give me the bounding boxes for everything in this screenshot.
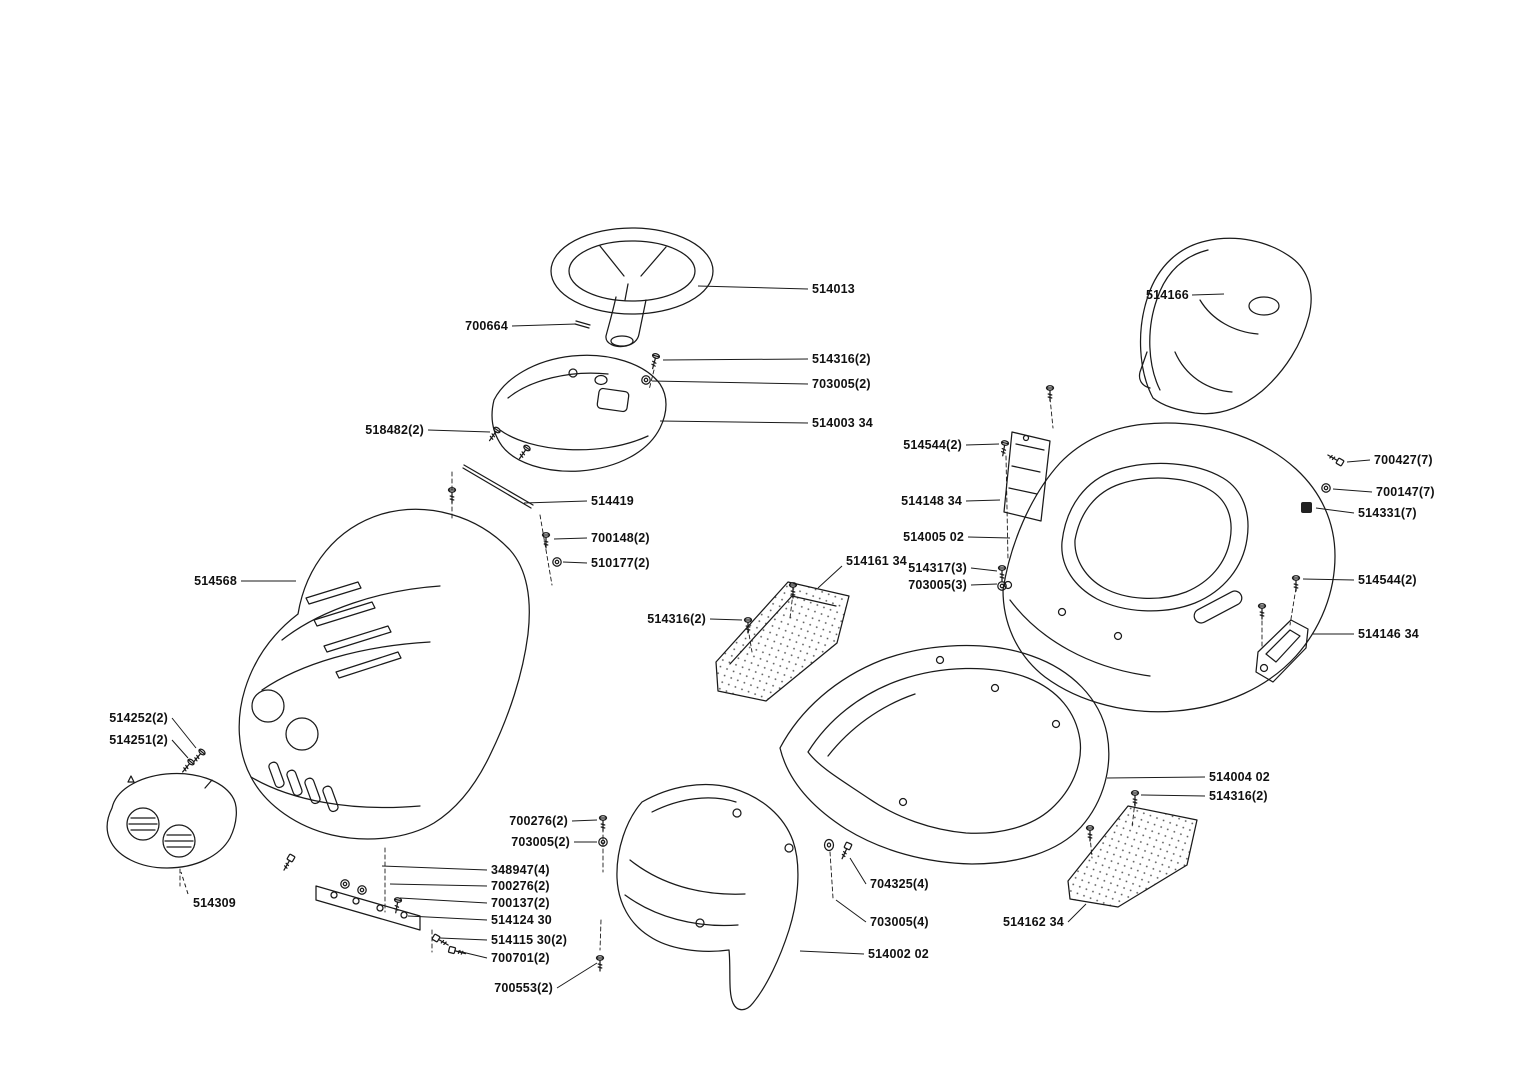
screw-700276-front-icon bbox=[598, 815, 608, 832]
bolt-700701-icon bbox=[447, 945, 467, 958]
washer-703005-4-art bbox=[823, 838, 835, 899]
leader-line bbox=[970, 583, 998, 586]
leader-line bbox=[662, 358, 809, 361]
leader-line bbox=[457, 950, 488, 959]
washer-700137-icon bbox=[357, 885, 367, 895]
leader-line bbox=[1067, 903, 1087, 923]
screw-514316-top-icon bbox=[648, 352, 661, 371]
leader-line bbox=[571, 819, 598, 822]
screw-rear-top-icon bbox=[1045, 385, 1055, 402]
footrest-left-art bbox=[715, 581, 850, 702]
front-panel-art bbox=[599, 783, 799, 1011]
screw-latch-icon bbox=[1257, 603, 1267, 620]
washer-703005-top-icon bbox=[641, 375, 651, 385]
leader-line bbox=[817, 565, 843, 589]
screw-514544-left-icon bbox=[998, 439, 1010, 458]
leader-line bbox=[389, 883, 488, 887]
leader-lines-layer bbox=[171, 285, 1373, 989]
screw-514251-icon bbox=[179, 757, 196, 775]
leader-line bbox=[1302, 578, 1355, 581]
bolt-700427-icon bbox=[1325, 451, 1345, 467]
leader-line bbox=[171, 717, 197, 749]
leader-line bbox=[659, 420, 809, 424]
leader-line bbox=[523, 500, 588, 504]
leader-line bbox=[967, 536, 1011, 539]
bolt-348947-icon bbox=[280, 853, 296, 873]
pin-700664-art bbox=[574, 320, 591, 329]
rear-body-art bbox=[1002, 397, 1336, 713]
leader-line bbox=[171, 739, 189, 759]
leader-line bbox=[709, 618, 743, 621]
leader-line bbox=[1140, 794, 1206, 797]
screw-514316-footrest-right-icon bbox=[1130, 790, 1140, 807]
nut-514331-icon bbox=[1301, 502, 1312, 513]
leader-line bbox=[1106, 776, 1206, 779]
leader-line bbox=[1346, 459, 1371, 463]
leader-line bbox=[1332, 488, 1373, 493]
latch-bracket-art bbox=[1255, 613, 1309, 683]
steering-wheel-art bbox=[550, 227, 714, 348]
bolt-704325-icon bbox=[838, 841, 853, 861]
leader-line bbox=[180, 871, 189, 895]
leader-line bbox=[970, 567, 998, 572]
leader-line bbox=[849, 857, 867, 885]
leader-line bbox=[427, 429, 491, 433]
support-strip-art bbox=[1003, 431, 1051, 522]
hood-art bbox=[238, 508, 530, 840]
leader-line bbox=[381, 865, 488, 871]
washer-700276-icon bbox=[340, 879, 350, 889]
leader-line bbox=[399, 897, 488, 904]
leader-line bbox=[1191, 293, 1225, 296]
leader-line bbox=[1315, 507, 1355, 514]
leader-line bbox=[556, 962, 598, 989]
bolt-514115-icon bbox=[431, 933, 451, 949]
leader-line bbox=[439, 937, 488, 941]
leader-line bbox=[553, 537, 588, 540]
dashboard-cover-art bbox=[491, 354, 667, 472]
screw-footrest-right-icon bbox=[1085, 825, 1095, 842]
rod-514419-art bbox=[451, 464, 553, 586]
leader-line bbox=[799, 950, 865, 955]
screw-518482-b-icon bbox=[516, 443, 532, 462]
mount-bracket-art bbox=[315, 847, 433, 953]
leader-line bbox=[511, 323, 577, 327]
leader-line bbox=[965, 443, 1000, 446]
screw-700553-icon bbox=[595, 955, 605, 972]
center-body-art bbox=[779, 644, 1110, 865]
leader-line bbox=[651, 380, 809, 385]
washer-510177-icon bbox=[552, 557, 562, 567]
headlight-bezel-art bbox=[106, 772, 237, 887]
seat-art bbox=[1138, 237, 1312, 415]
leader-line bbox=[562, 561, 588, 564]
leader-line bbox=[697, 285, 809, 290]
leader-line bbox=[407, 915, 488, 921]
screw-hood-icon bbox=[447, 487, 457, 504]
screw-514544-right-icon bbox=[1291, 575, 1301, 592]
leader-line bbox=[965, 499, 1001, 502]
screw-700148-icon bbox=[541, 532, 551, 549]
washer-700147-icon bbox=[1321, 483, 1331, 493]
leader-line bbox=[835, 899, 867, 923]
footrest-right-art bbox=[1067, 800, 1198, 908]
